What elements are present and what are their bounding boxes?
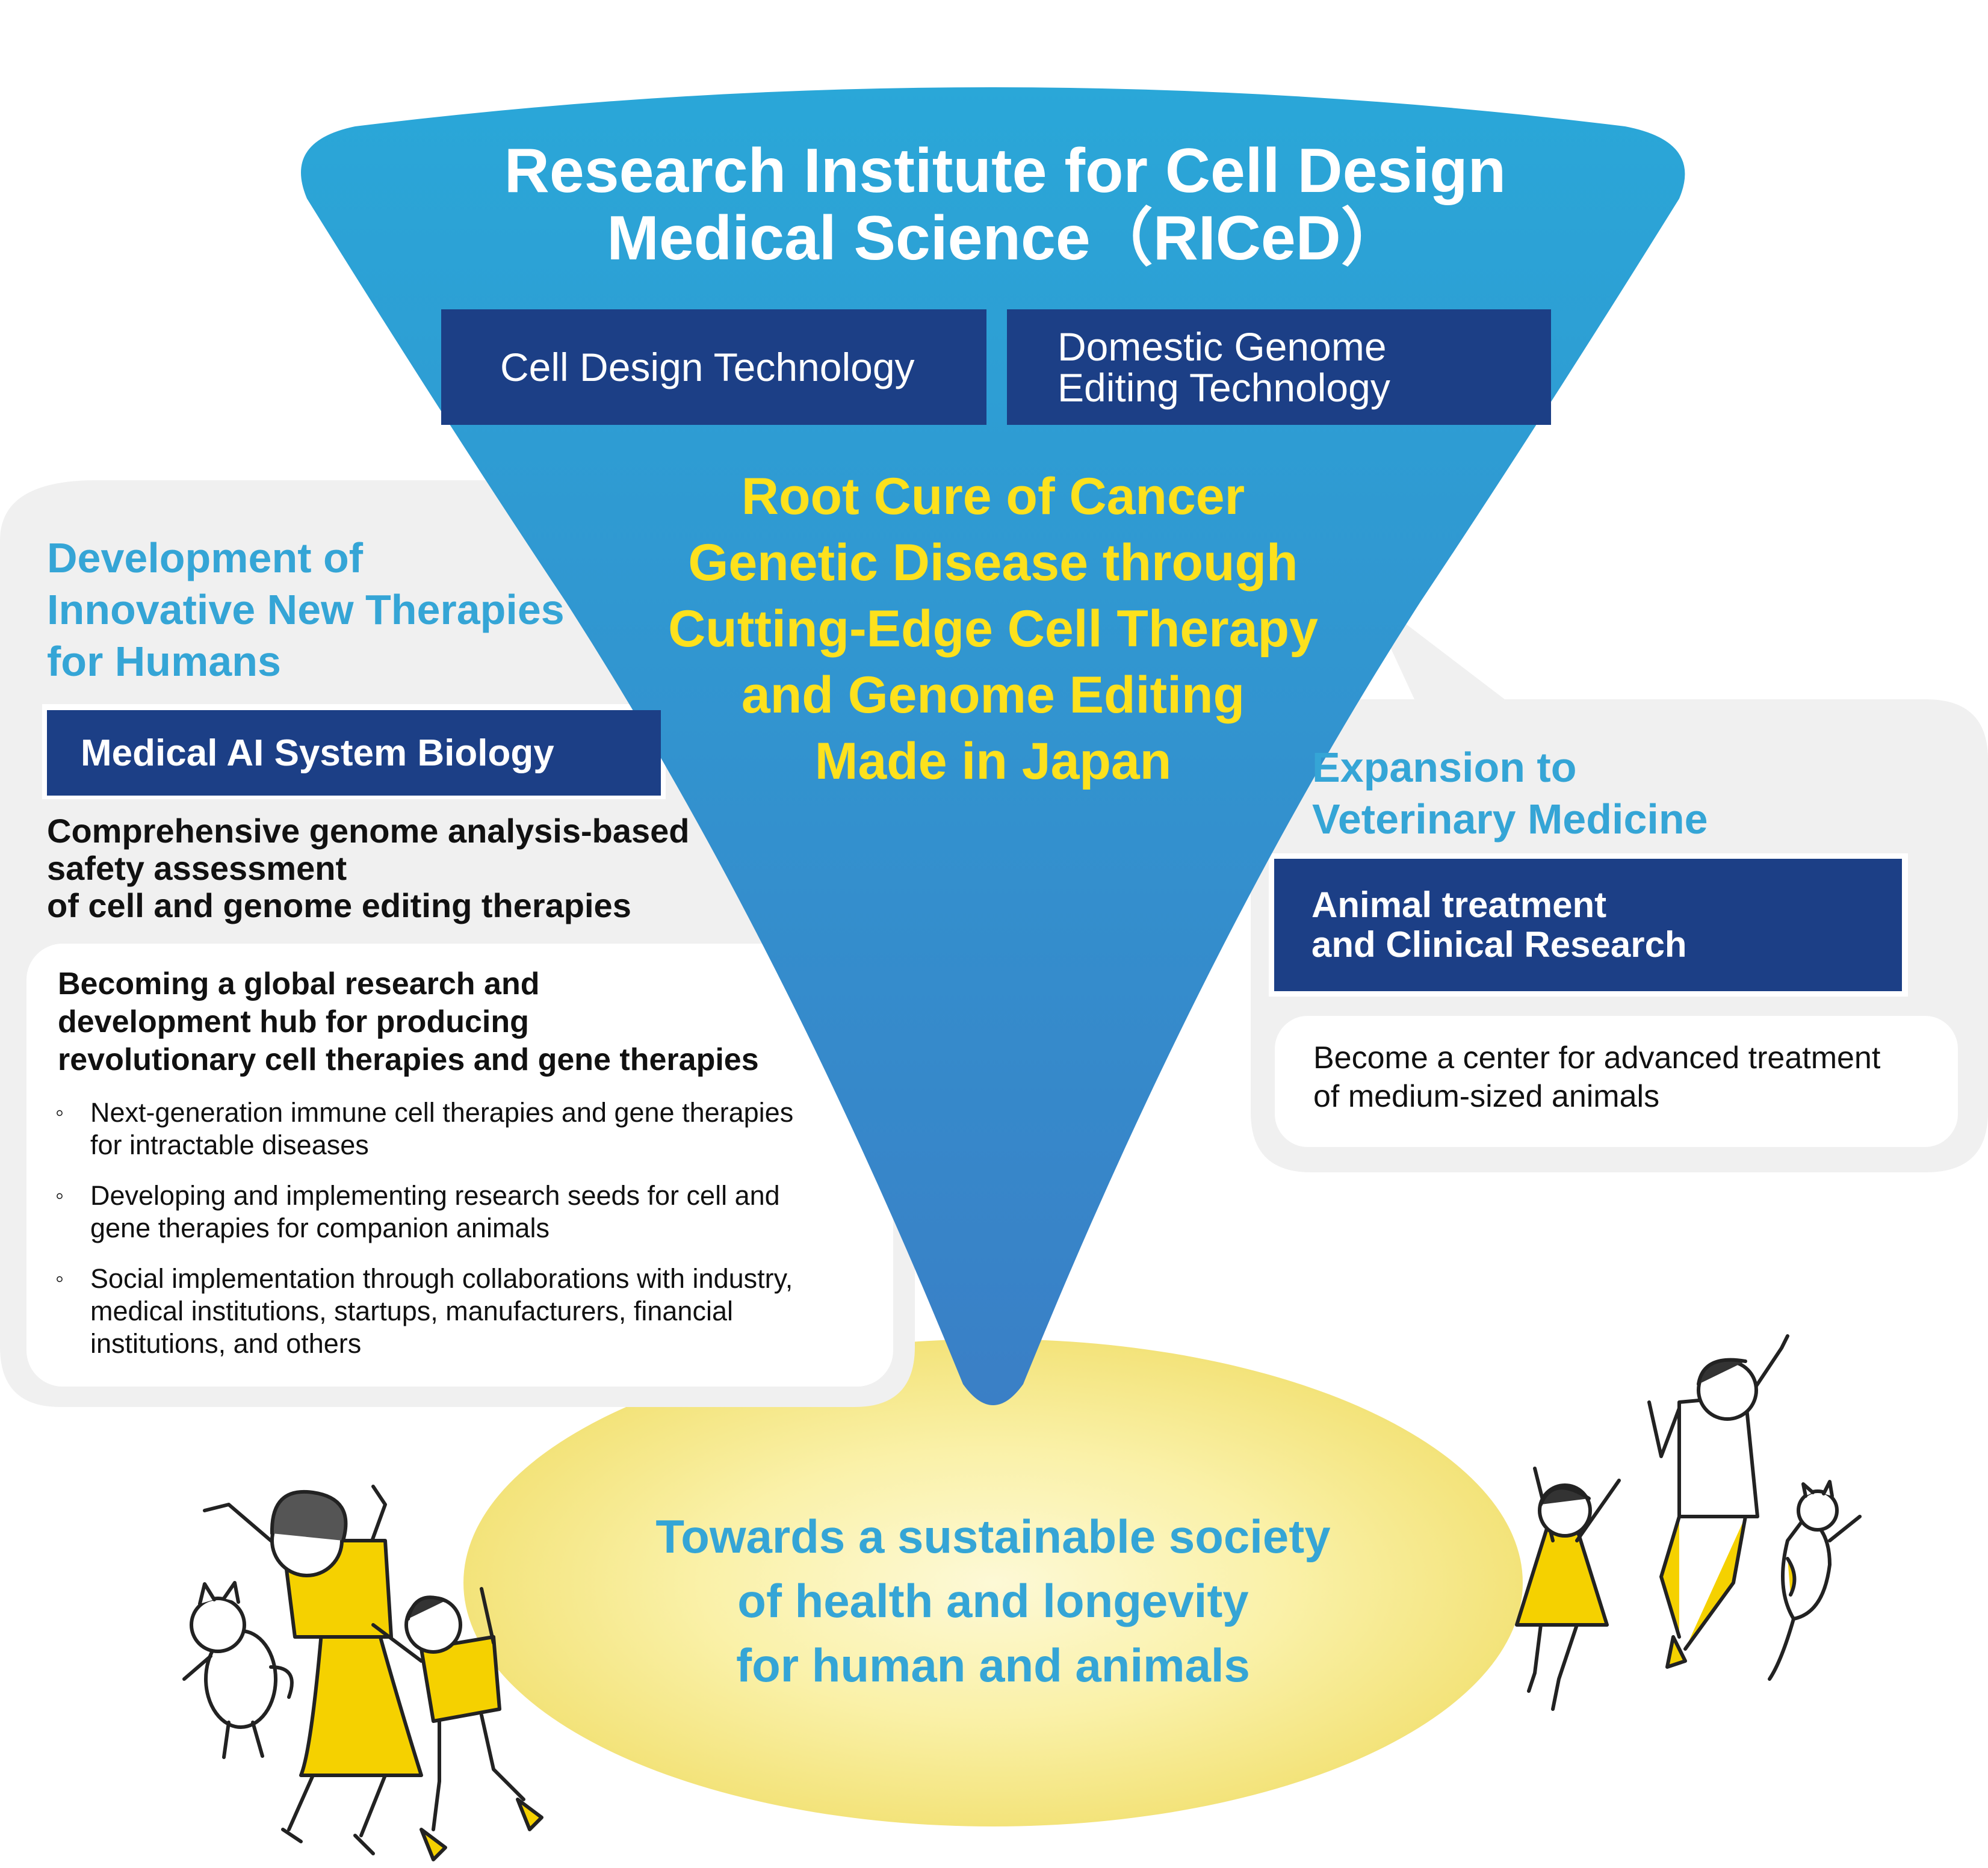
mission-line1: Root Cure of Cancer bbox=[741, 468, 1245, 525]
human-heading-line2: Innovative New Therapies bbox=[47, 586, 565, 633]
girl-figure bbox=[1515, 1467, 1621, 1711]
institute-title-line1: Research Institute for Cell Design bbox=[504, 136, 1506, 206]
bullet-2-line1: Developing and implementing research see… bbox=[90, 1180, 780, 1211]
safety-line1: Comprehensive genome analysis-based bbox=[47, 812, 690, 850]
animal-box-line2: and Clinical Research bbox=[1311, 924, 1687, 965]
bullet-1-line2: for intractable diseases bbox=[90, 1130, 369, 1160]
list-item: ◦ Next-generation immune cell therapies … bbox=[55, 1096, 874, 1161]
veterinary-panel-heading: Expansion to Veterinary Medicine bbox=[1312, 741, 1974, 845]
bullet-3-line3: institutions, and others bbox=[90, 1328, 362, 1359]
human-panel-heading: Development of Innovative New Therapies … bbox=[47, 532, 625, 687]
bullet-1-line1: Next-generation immune cell therapies an… bbox=[90, 1097, 794, 1128]
animal-box-line1: Animal treatment bbox=[1311, 885, 1607, 925]
bullet-3-line2: medical institutions, startups, manufact… bbox=[90, 1296, 733, 1326]
medical-ai-label: Medical AI System Biology bbox=[81, 732, 554, 774]
sustainable-society-goal: Towards a sustainable society of health … bbox=[500, 1505, 1487, 1698]
list-item: ◦ Social implementation through collabor… bbox=[55, 1263, 874, 1360]
genome-editing-technology-box: Domestic Genome Editing Technology bbox=[1007, 309, 1551, 425]
safety-line3: of cell and genome editing therapies bbox=[47, 886, 631, 924]
genome-editing-line1: Domestic Genome bbox=[1057, 324, 1387, 369]
boy-figure bbox=[371, 1587, 543, 1861]
goal-line3: for human and animals bbox=[736, 1639, 1250, 1692]
woman-figure bbox=[203, 1485, 423, 1855]
vet-text-line1: Become a center for advanced treatment bbox=[1313, 1041, 1881, 1075]
animal-treatment-box: Animal treatment and Clinical Research bbox=[1274, 859, 1902, 991]
list-item: ◦ Developing and implementing research s… bbox=[55, 1180, 874, 1245]
hub-bullet-list: ◦ Next-generation immune cell therapies … bbox=[55, 1096, 874, 1378]
safety-line2: safety assessment bbox=[47, 849, 347, 887]
cell-design-technology-label: Cell Design Technology bbox=[500, 345, 915, 389]
vet-card bbox=[1275, 1016, 1958, 1147]
right-family-illustration bbox=[1515, 1334, 1862, 1711]
bullet-marker: ◦ bbox=[55, 1183, 64, 1209]
research-hub-heading: Becoming a global research and developme… bbox=[58, 965, 870, 1079]
veterinary-center-text: Become a center for advanced treatment o… bbox=[1313, 1039, 1915, 1116]
bullet-marker: ◦ bbox=[55, 1099, 64, 1126]
bullet-marker: ◦ bbox=[55, 1266, 64, 1292]
hub-card bbox=[26, 944, 893, 1387]
hub-line1: Becoming a global research and bbox=[58, 966, 540, 1001]
man-figure bbox=[1647, 1334, 1789, 1669]
cat-figure bbox=[1768, 1480, 1862, 1681]
institute-title-line2: Medical Science（RICeD） bbox=[607, 203, 1404, 273]
goal-line2: of health and longevity bbox=[737, 1574, 1249, 1627]
medical-ai-box: Medical AI System Biology bbox=[47, 710, 661, 796]
human-heading-line1: Development of bbox=[47, 534, 364, 581]
goal-line1: Towards a sustainable society bbox=[655, 1510, 1331, 1563]
mission-statement: Root Cure of Cancer Genetic Disease thro… bbox=[599, 463, 1387, 794]
hub-line3: revolutionary cell therapies and gene th… bbox=[58, 1042, 759, 1077]
left-family-illustration bbox=[182, 1485, 543, 1861]
mission-line5: Made in Japan bbox=[814, 732, 1172, 790]
hub-line2: development hub for producing bbox=[58, 1004, 529, 1039]
cell-design-technology-box: Cell Design Technology bbox=[441, 309, 986, 425]
bullet-2-line2: gene therapies for companion animals bbox=[90, 1213, 550, 1243]
goal-glow bbox=[463, 1339, 1523, 1826]
genome-editing-line2: Editing Technology bbox=[1057, 365, 1390, 410]
institute-title: Research Institute for Cell Design Medic… bbox=[361, 137, 1649, 272]
vet-heading-line1: Expansion to bbox=[1312, 744, 1577, 791]
vet-heading-line2: Veterinary Medicine bbox=[1312, 796, 1708, 843]
dog-figure bbox=[182, 1581, 294, 1759]
vet-text-line2: of medium-sized animals bbox=[1313, 1079, 1660, 1114]
mission-line2: Genetic Disease through bbox=[688, 534, 1298, 592]
mission-line3: Cutting-Edge Cell Therapy bbox=[668, 600, 1318, 658]
human-heading-line3: for Humans bbox=[47, 638, 281, 685]
mission-line4: and Genome Editing bbox=[741, 666, 1245, 724]
bullet-3-line1: Social implementation through collaborat… bbox=[90, 1263, 793, 1294]
safety-assessment-text: Comprehensive genome analysis-based safe… bbox=[47, 812, 769, 924]
